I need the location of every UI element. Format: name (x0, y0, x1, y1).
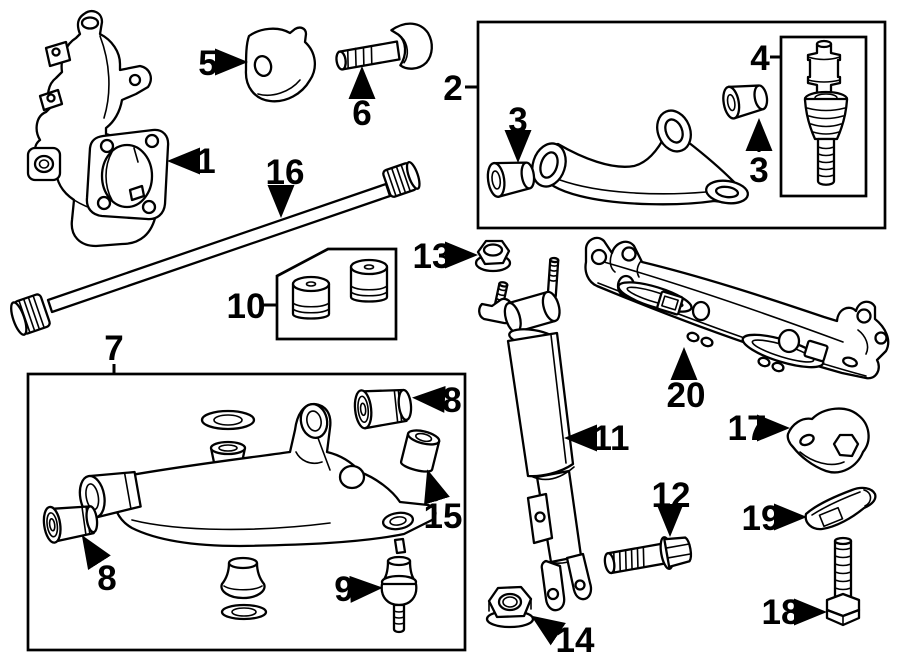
callout-14-arrow (531, 615, 566, 646)
callout-9-arrow (349, 575, 383, 603)
callout-15-label: 15 (424, 497, 463, 536)
callout-19-label: 19 (742, 499, 781, 538)
callout-3a-label: 3 (508, 101, 527, 140)
callout-8b-label: 8 (97, 559, 116, 598)
torsion-bar-adjuster-arm (786, 407, 870, 474)
callout-9-label: 9 (334, 570, 353, 609)
shock-upper-nut (474, 239, 512, 273)
callout-7-label: 7 (104, 329, 123, 368)
upper-ball-joint-kit-box (779, 35, 868, 198)
callout-8b-arrow (81, 534, 111, 571)
mount-bolt (335, 22, 433, 71)
callout-18-label: 18 (762, 593, 801, 632)
upper-arm-bushing-front (486, 161, 536, 198)
callout-3b-label: 3 (749, 151, 768, 190)
lower-arm-bushing-front (42, 505, 99, 544)
callout-15-arrow (424, 469, 450, 505)
adjuster-bolt (825, 536, 861, 627)
callout-1-label: 1 (196, 142, 215, 181)
splash-shield (244, 26, 316, 103)
callout-13-label: 13 (413, 237, 452, 276)
upper-arm-bushing-rear (722, 84, 769, 120)
callout-20-label: 20 (667, 376, 706, 415)
lower-arm-bolt (603, 536, 693, 575)
shock-lower-nut (485, 585, 535, 629)
adjuster-retainer (804, 486, 877, 531)
steering-knuckle (26, 10, 170, 248)
bumper-kit-box (275, 247, 398, 341)
callout-8a-arrow (412, 385, 446, 413)
callout-8a-label: 8 (442, 381, 461, 420)
callout-11-label: 11 (593, 419, 630, 458)
lower-control-arm-assembly-box (26, 372, 467, 652)
callout-14-label: 14 (556, 621, 595, 660)
callout-5-label: 5 (198, 44, 217, 83)
callouts: 1 2 3 3 4 5 6 7 8 8 9 10 11 12 13 14 15 (81, 39, 827, 660)
callout-16-label: 16 (266, 153, 305, 192)
jounce-bumper-right (349, 258, 389, 303)
shock-absorber (478, 256, 593, 612)
callout-2-label: 2 (443, 69, 462, 108)
torsion-bar-crossmember (584, 236, 890, 380)
lower-arm-bushing-upper (353, 388, 413, 430)
jounce-bumper-left (291, 275, 331, 320)
callout-10-label: 10 (227, 287, 266, 326)
callout-4-label: 4 (750, 39, 770, 78)
callout-12-label: 12 (652, 476, 691, 515)
callout-6-label: 6 (352, 94, 371, 133)
upper-control-arm-assembly-box (476, 20, 887, 230)
callout-17-label: 17 (728, 409, 767, 448)
torsion-bar (10, 160, 421, 336)
